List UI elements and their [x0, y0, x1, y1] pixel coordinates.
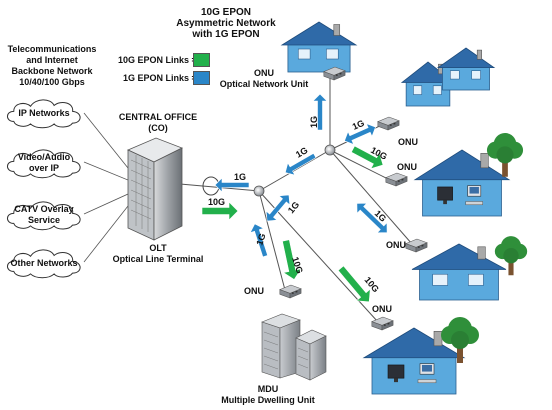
houses	[280, 21, 511, 395]
onu-label: ONU	[386, 240, 406, 250]
mdu-label-1: MDU	[257, 384, 279, 394]
link-10g-arrow	[337, 265, 371, 303]
onu-device-icon	[279, 284, 302, 299]
link-1g-arrow	[249, 223, 269, 258]
onu-label: ONU	[372, 304, 392, 314]
onu-label: ONU	[244, 286, 264, 296]
splitter-2	[324, 144, 336, 156]
cloud-label-video-audio-1: Video/Audio	[17, 152, 71, 162]
cloud-label-catv-1: CATV Overlay	[14, 204, 74, 214]
link-label-10g: 10G	[208, 197, 225, 207]
house-icon	[413, 149, 511, 217]
link-1g-arrow	[214, 177, 250, 193]
cloud-label-video-audio-2: over IP	[28, 163, 60, 173]
title-line-2: Asymmetric Network	[176, 18, 276, 29]
link-10g-arrow	[201, 201, 239, 221]
backbone-line-4: 10/40/100 Gbps	[19, 77, 85, 87]
house-icon	[362, 327, 466, 395]
link-1g-arrow	[312, 93, 328, 131]
legend-1g-label: 1G EPON Links =	[123, 73, 197, 83]
link-label-1g: 1G	[351, 118, 366, 132]
house-icon	[436, 47, 496, 91]
title-line-3: with 1G EPON	[192, 29, 260, 40]
olt-label-1: OLT	[149, 243, 167, 253]
onu-label: ONU	[398, 137, 418, 147]
olt-rack-icon	[127, 137, 183, 241]
house-icon	[411, 243, 507, 301]
central-office-label-1: CENTRAL OFFICE	[118, 112, 198, 122]
mdu-label-2: Multiple Dwelling Unit	[221, 395, 315, 405]
link-1g-arrow	[265, 194, 291, 222]
title-line-1: 10G EPON	[200, 7, 252, 18]
onu-label: ONU	[397, 162, 417, 172]
link-1g-arrow	[344, 122, 376, 146]
link-label-1g: 1G	[309, 116, 319, 128]
onu-top-label-1: ONU	[254, 68, 274, 78]
house-icon	[280, 21, 358, 73]
legend-10g-label: 10G EPON Links =	[118, 55, 197, 65]
cloud-label-other-networks: Other Networks	[10, 258, 78, 268]
backbone-lines	[83, 112, 129, 263]
cloud-label-ip-networks: IP Networks	[18, 108, 70, 118]
onu-device-icon	[385, 172, 408, 187]
link-label-1g: 1G	[254, 232, 267, 247]
cloud-label-catv-2: Service	[27, 215, 61, 225]
backbone-line-1: Telecommunications	[7, 44, 97, 54]
legend-1g-swatch	[193, 71, 210, 85]
backbone-line-3: Backbone Network	[11, 66, 93, 76]
link-label-1g: 1G	[234, 172, 246, 182]
house-icon	[400, 61, 456, 107]
onu-device-icon	[377, 116, 400, 131]
onu-top-label-2: Optical Network Unit	[219, 79, 309, 89]
central-office-label-2: (CO)	[148, 123, 168, 133]
link-1g-arrow	[356, 202, 388, 234]
legend-10g-swatch	[193, 53, 210, 67]
olt-label-2: Optical Line Terminal	[112, 254, 204, 264]
splitter-1	[253, 185, 265, 197]
link-10g-arrow	[282, 239, 302, 280]
link-1g-arrow	[284, 152, 317, 176]
link-10g-arrow	[350, 145, 384, 170]
mdu-building-icon	[261, 313, 327, 381]
backbone-line-2: and Internet	[26, 55, 78, 65]
